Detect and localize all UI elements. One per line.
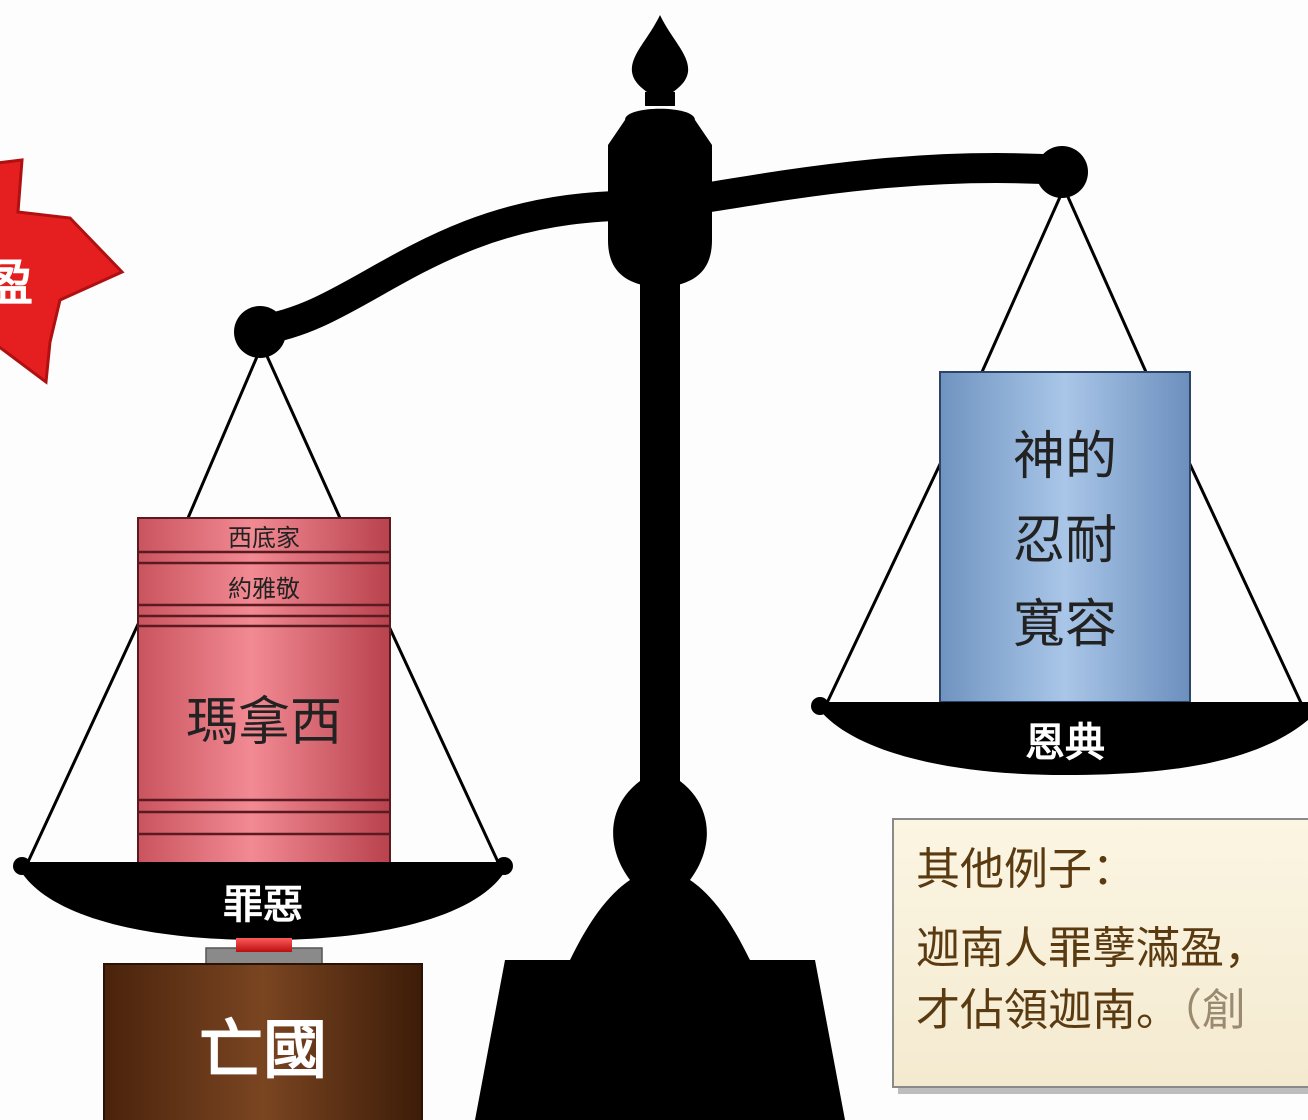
left-strings bbox=[26, 344, 500, 863]
example-note-box: 其他例子： 迦南人罪孽滿盈， 才佔領迦南。（創 bbox=[892, 818, 1308, 1088]
note-line-1: 迦南人罪孽滿盈， bbox=[916, 923, 1268, 974]
burst-shape: 盈 bbox=[0, 158, 125, 385]
left-pan: 罪惡 bbox=[13, 857, 513, 940]
right-weight-line-2: 忍耐 bbox=[1013, 511, 1117, 571]
left-band-label-1: 西底家 bbox=[228, 524, 300, 552]
right-strings bbox=[824, 187, 1304, 706]
note-line-2-text: 才佔領迦南。 bbox=[916, 985, 1180, 1036]
right-pan-label: 恩典 bbox=[1025, 720, 1105, 766]
note-line-2: 才佔領迦南。（創 bbox=[916, 980, 1308, 1042]
right-weight-line-1: 神的 bbox=[1013, 427, 1117, 487]
scale-finial bbox=[608, 15, 712, 288]
scale-beam bbox=[234, 146, 1088, 358]
outcome-label: 亡國 bbox=[199, 1014, 327, 1088]
left-weight-label: 瑪拿西 bbox=[186, 693, 342, 753]
right-weight: 神的 忍耐 寬容 bbox=[939, 371, 1191, 703]
burst-label: 盈 bbox=[0, 254, 33, 312]
right-pan: 恩典 bbox=[811, 697, 1308, 775]
left-band-label-2: 約雅敬 bbox=[228, 575, 300, 603]
note-reference: （創 bbox=[1180, 985, 1246, 1036]
left-pan-label: 罪惡 bbox=[223, 882, 303, 928]
trigger-button bbox=[205, 938, 323, 967]
outcome-block: 亡國 bbox=[103, 963, 423, 1120]
right-weight-line-3: 寬容 bbox=[1013, 595, 1117, 655]
note-heading: 其他例子： bbox=[916, 844, 1136, 895]
scale-stand bbox=[475, 270, 845, 1120]
left-weight: 西底家 約雅敬 瑪拿西 bbox=[137, 517, 391, 864]
